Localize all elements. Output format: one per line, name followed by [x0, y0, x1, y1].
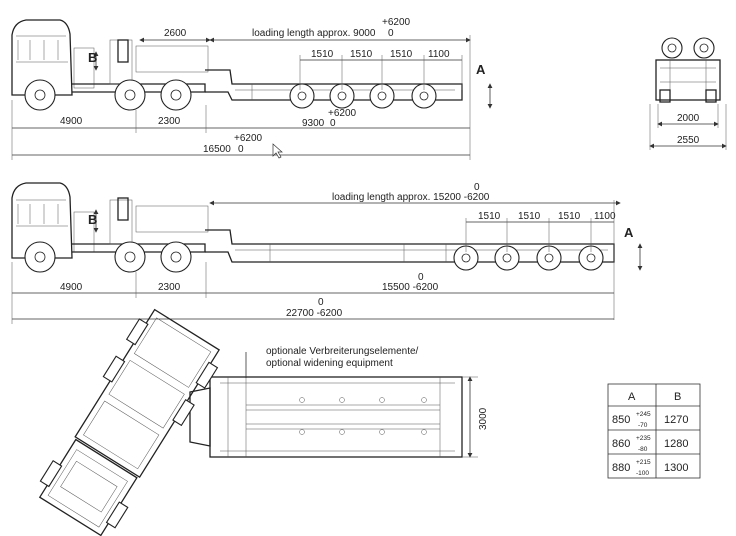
widening-note-line2: optional widening equipment — [266, 358, 393, 369]
top-dimensions — [11, 35, 493, 160]
trailer-top — [205, 69, 463, 109]
table-row-a: 850 — [612, 414, 630, 426]
loading-tol-zero: 0 — [388, 28, 394, 39]
mouse-cursor-icon — [272, 143, 283, 159]
table-row-sup: +245 — [636, 411, 651, 418]
spacing-2-mid: 1510 — [518, 211, 541, 222]
table-row-sup: +215 — [636, 459, 651, 466]
dim-16500-zero: 0 — [238, 144, 244, 155]
dimension-table: A B 850 +245 -70 1270 860 +235 -80 1280 … — [607, 383, 701, 479]
spacing-3: 1510 — [390, 49, 413, 60]
table-row-a: 880 — [612, 462, 630, 474]
spacing-end-mid: 1100 — [594, 211, 616, 222]
tractor-unit-middle — [11, 182, 209, 273]
dim-15500-zero: 0 — [418, 272, 424, 283]
label-a: A — [476, 62, 486, 77]
dim-15500: 15500 -6200 — [382, 282, 439, 293]
loading-tol-zero-mid: 0 — [474, 182, 480, 193]
dim-22700-zero: 0 — [318, 297, 324, 308]
label-a-mid: A — [624, 225, 634, 240]
spacing-1: 1510 — [311, 49, 334, 60]
spacing-3-mid: 1510 — [558, 211, 581, 222]
loading-length-mid: loading length approx. 15200 -6200 — [332, 192, 490, 203]
label-b-mid: B — [88, 212, 97, 227]
table-row-sup: +235 — [636, 435, 651, 442]
middle-dimensions — [11, 200, 643, 324]
table-header-a: A — [628, 391, 636, 403]
spacing-1-mid: 1510 — [478, 211, 501, 222]
plan-width-3000: 3000 — [478, 407, 489, 430]
table-header-b: B — [674, 391, 681, 403]
side-view-short: 2600 loading length approx. 9000 +6200 0… — [11, 17, 493, 160]
dim-4900: 4900 — [60, 116, 83, 127]
rear-outer-width: 2550 — [677, 135, 700, 146]
table-row-b: 1270 — [664, 414, 688, 426]
widening-note-line1: optionale Verbreiterungselemente/ — [266, 346, 419, 357]
loading-tol-plus: +6200 — [382, 17, 411, 28]
spacing-end: 1100 — [428, 49, 450, 60]
table-row-a: 860 — [612, 438, 630, 450]
dim-9300: 9300 — [302, 118, 325, 129]
table-row-sub: -80 — [638, 446, 648, 453]
dim-2300-mid: 2300 — [158, 282, 181, 293]
label-b: B — [88, 50, 97, 65]
plan-view: optionale Verbreiterungselemente/ option… — [38, 308, 489, 536]
table-row-sub: -100 — [636, 470, 649, 477]
dim-2600: 2600 — [164, 28, 187, 39]
table-row-b: 1280 — [664, 438, 688, 450]
dim-4900-mid: 4900 — [60, 282, 83, 293]
tractor-plan — [38, 308, 221, 536]
side-view-long: 0 loading length approx. 15200 -6200 151… — [11, 182, 643, 324]
dim-2300: 2300 — [158, 116, 181, 127]
dim-9300-plus: +6200 — [328, 108, 357, 119]
dim-16500: 16500 — [203, 144, 231, 155]
rear-inner-width: 2000 — [677, 113, 700, 124]
table-row-sub: -70 — [638, 422, 648, 429]
rear-view: 2000 2550 — [649, 37, 727, 150]
dim-9300-zero: 0 — [330, 118, 336, 129]
loading-length-text: loading length approx. 9000 — [252, 28, 376, 39]
trailer-middle — [205, 229, 615, 271]
spacing-2: 1510 — [350, 49, 373, 60]
dim-22700: 22700 -6200 — [286, 308, 343, 319]
dim-16500-plus: +6200 — [234, 133, 263, 144]
table-row-b: 1300 — [664, 462, 688, 474]
tractor-unit-top — [11, 19, 209, 111]
